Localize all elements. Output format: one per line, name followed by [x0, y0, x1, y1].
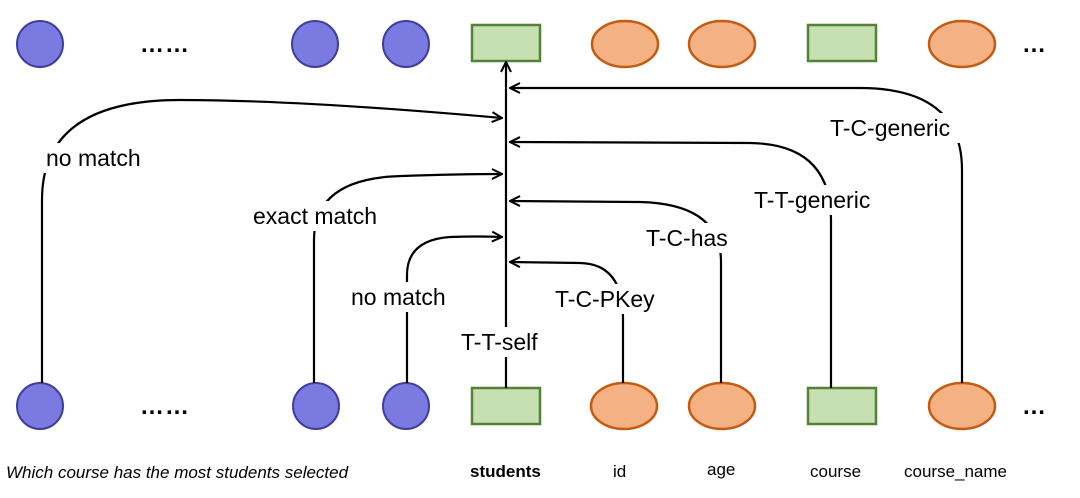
top-question-node — [291, 20, 339, 68]
edge-t-c-has — [510, 201, 723, 383]
top-trailing-ellipsis: … — [1022, 31, 1047, 58]
bottom-question-node — [382, 382, 430, 430]
edge-label-backgrounds — [44, 113, 990, 357]
caption-row: Which course has the most students selec… — [6, 460, 1007, 482]
caption-schema-students: students — [470, 462, 541, 481]
bottom-question-node — [292, 382, 340, 430]
label-t-c-has: T-C-has — [646, 225, 728, 251]
caption-schema-course-name: course_name — [904, 462, 1007, 481]
label-t-t-self: T-T-self — [461, 329, 538, 355]
bottom-table-node-course — [806, 386, 878, 426]
caption-schema-age: age — [707, 460, 735, 479]
bottom-question-node — [16, 382, 64, 430]
bottom-column-node-age — [687, 381, 757, 431]
bottom-table-node-students — [470, 386, 542, 426]
top-column-node-id — [590, 19, 660, 69]
top-table-node-course — [806, 23, 878, 63]
top-row: …… … — [16, 19, 1047, 69]
edge-no-match-near — [405, 237, 502, 383]
label-t-c-generic: T-C-generic — [830, 115, 950, 141]
top-column-node-age — [687, 19, 757, 69]
bottom-row: …… … — [16, 381, 1047, 431]
edge-labels: no match exact match no match T-T-self T… — [46, 115, 950, 355]
label-t-t-generic: T-T-generic — [754, 187, 870, 213]
top-question-node — [16, 20, 64, 68]
caption-schema-course: course — [810, 462, 861, 481]
bottom-column-node-course-name — [927, 381, 997, 431]
edge-t-c-pkey — [510, 262, 625, 383]
top-table-node-students — [470, 23, 542, 63]
caption-question: Which course has the most students selec… — [6, 463, 349, 482]
label-t-c-pkey: T-C-PKey — [555, 286, 655, 312]
caption-schema-id: id — [613, 462, 626, 481]
edge-no-match-left — [40, 98, 502, 383]
top-question-ellipsis: …… — [140, 31, 190, 58]
label-no-match-left: no match — [46, 145, 141, 171]
bottom-column-node-id — [589, 381, 659, 431]
label-no-match-near: no match — [351, 284, 446, 310]
bottom-trailing-ellipsis: … — [1022, 393, 1047, 420]
label-exact-match: exact match — [253, 203, 377, 229]
edge-t-c-generic — [510, 88, 964, 383]
top-question-node — [382, 20, 430, 68]
top-column-node-course-name — [927, 19, 997, 69]
bottom-question-ellipsis: …… — [140, 393, 190, 420]
